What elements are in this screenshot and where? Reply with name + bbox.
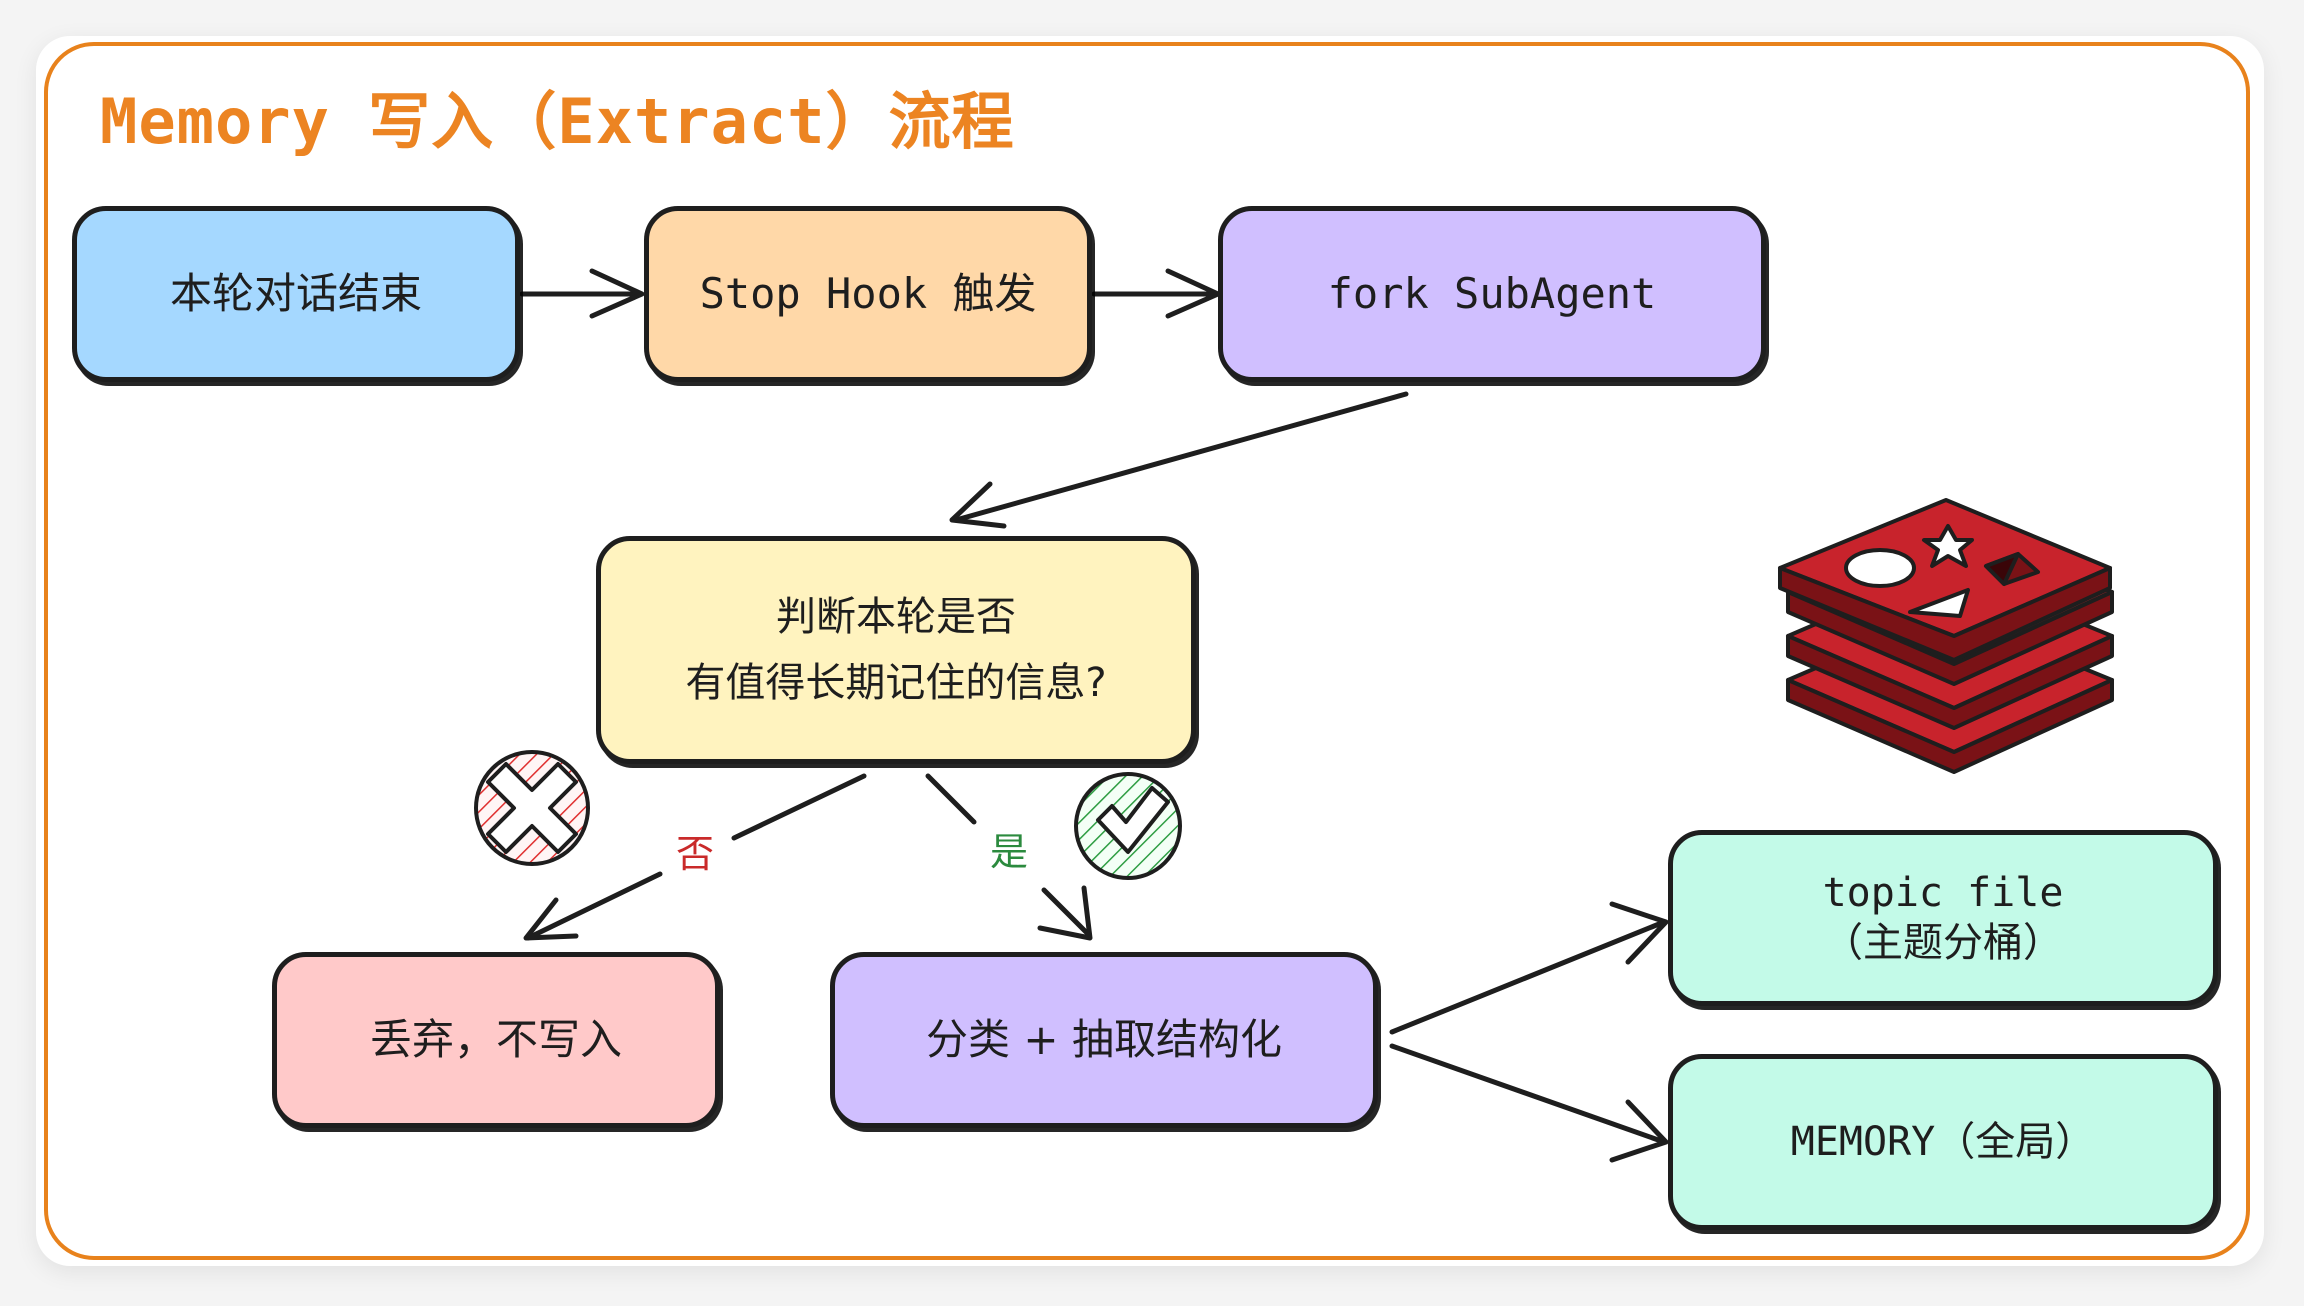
node-fork-subagent-label: fork SubAgent <box>1327 268 1657 318</box>
stacked-layers-icon <box>1778 498 2114 774</box>
node-decide: 判断本轮是否 有值得长期记住的信息? <box>596 536 1196 764</box>
node-stop-hook: Stop Hook 触发 <box>644 206 1092 382</box>
node-decide-line1: 判断本轮是否 <box>776 594 1016 640</box>
edge-label-yes: 是 <box>984 828 1035 876</box>
diagram-frame <box>44 42 2250 1260</box>
edge-label-no: 否 <box>670 830 721 878</box>
node-decide-line2: 有值得长期记住的信息? <box>685 660 1107 706</box>
node-discard: 丢弃，不写入 <box>272 952 720 1128</box>
node-classify: 分类 + 抽取结构化 <box>830 952 1378 1128</box>
diagram-title: Memory 写入（Extract）流程 <box>100 85 1015 158</box>
node-classify-label: 分类 + 抽取结构化 <box>926 1014 1282 1064</box>
arrow-classify-to-topic <box>1389 919 1667 1035</box>
node-end-turn-label: 本轮对话结束 <box>169 268 422 318</box>
node-fork-subagent: fork SubAgent <box>1218 206 1766 382</box>
arrow-classify-to-memory <box>1389 1043 1667 1145</box>
arrow-decide-to-classify <box>925 773 977 825</box>
node-stop-hook-label: Stop Hook 触发 <box>699 268 1037 318</box>
node-discard-label: 丢弃，不写入 <box>369 1014 622 1064</box>
arrow-decide-to-discard <box>731 773 867 841</box>
node-memory-global-label: MEMORY（全局） <box>1790 1119 2096 1165</box>
check-circle-icon <box>1074 772 1182 880</box>
node-memory-global: MEMORY（全局） <box>1668 1054 2218 1230</box>
node-topic-file-line1: topic file <box>1822 870 2064 916</box>
node-topic-file-line2: （主题分桶） <box>1823 920 2063 966</box>
node-topic-file: topic file （主题分桶） <box>1668 830 2218 1006</box>
cross-circle-icon <box>474 750 590 866</box>
arrow-fork-to-decide <box>953 391 1409 523</box>
node-end-turn: 本轮对话结束 <box>72 206 520 382</box>
